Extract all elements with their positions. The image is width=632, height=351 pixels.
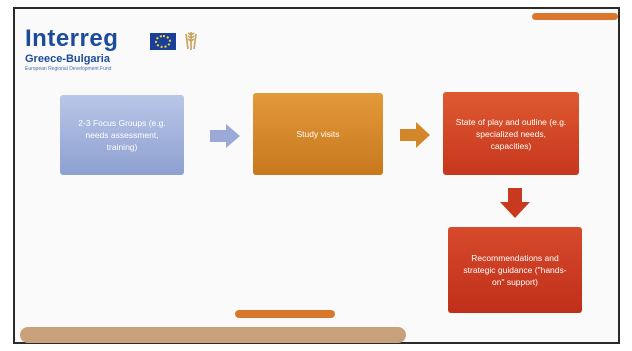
interreg-logo: Interreg Greece-Bulgaria European Region… <box>25 25 197 72</box>
step-state-of-play: State of play and outline (e.g. speciali… <box>443 92 579 175</box>
step-recommendations: Recommendations and strategic guidance (… <box>448 227 582 313</box>
eu-flag-icon <box>150 33 176 50</box>
logo-program: Greece-Bulgaria <box>25 53 110 65</box>
footer-bar <box>20 327 406 343</box>
wheat-icon <box>185 32 197 50</box>
logo-tagline: European Regional Development Fund <box>25 66 112 72</box>
arrow-right-icon <box>210 124 240 148</box>
step-focus-groups: 2-3 Focus Groups (e.g. needs assessment,… <box>60 95 184 175</box>
step-study-visits: Study visits <box>253 93 383 175</box>
arrow-right-icon <box>400 122 430 148</box>
logo-brand: Interreg <box>25 25 119 52</box>
top-accent-bar <box>532 13 618 20</box>
arrow-down-icon <box>500 188 530 218</box>
middle-accent-bar <box>235 310 335 318</box>
